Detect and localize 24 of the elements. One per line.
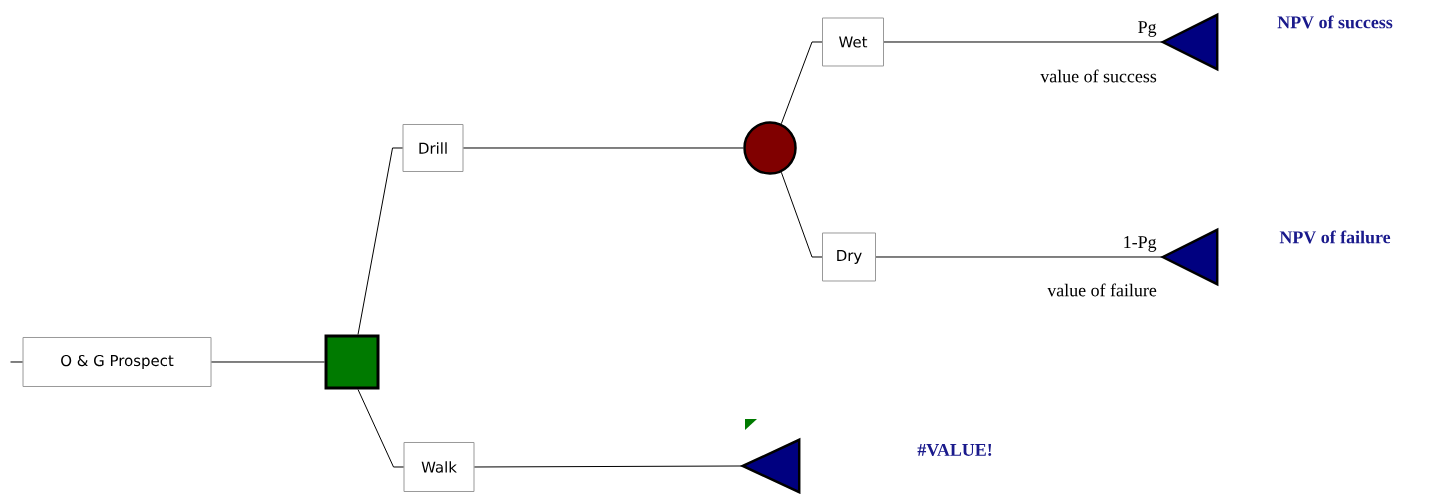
probability-label: 1-Pg	[1121, 235, 1158, 253]
branch-line	[780, 171, 823, 258]
payoff-text: #VALUE!	[917, 443, 992, 457]
branch-line	[780, 41, 823, 125]
probability-label: Pg	[1136, 20, 1158, 38]
label-box: Walk	[403, 442, 475, 492]
branch-line	[10, 361, 23, 363]
label-box: Wet	[822, 17, 884, 67]
branch-line	[357, 147, 403, 335]
label-box: Dry	[822, 232, 876, 282]
label-box: O & G Prospect	[22, 337, 212, 387]
decision-square	[324, 334, 380, 390]
value-label: value of success	[1040, 69, 1157, 83]
branch-line	[883, 41, 1164, 43]
chance-circle	[743, 121, 797, 175]
branch-line	[463, 147, 744, 149]
payoff-text: NPV of success	[1277, 15, 1393, 29]
branch-line	[875, 256, 1164, 258]
branch-line	[211, 361, 325, 363]
payoff-text: NPV of failure	[1279, 230, 1391, 244]
value-label: value of failure	[1047, 283, 1157, 297]
label-box: Drill	[402, 124, 464, 172]
branch-line	[474, 465, 744, 468]
branch-line	[357, 389, 404, 468]
